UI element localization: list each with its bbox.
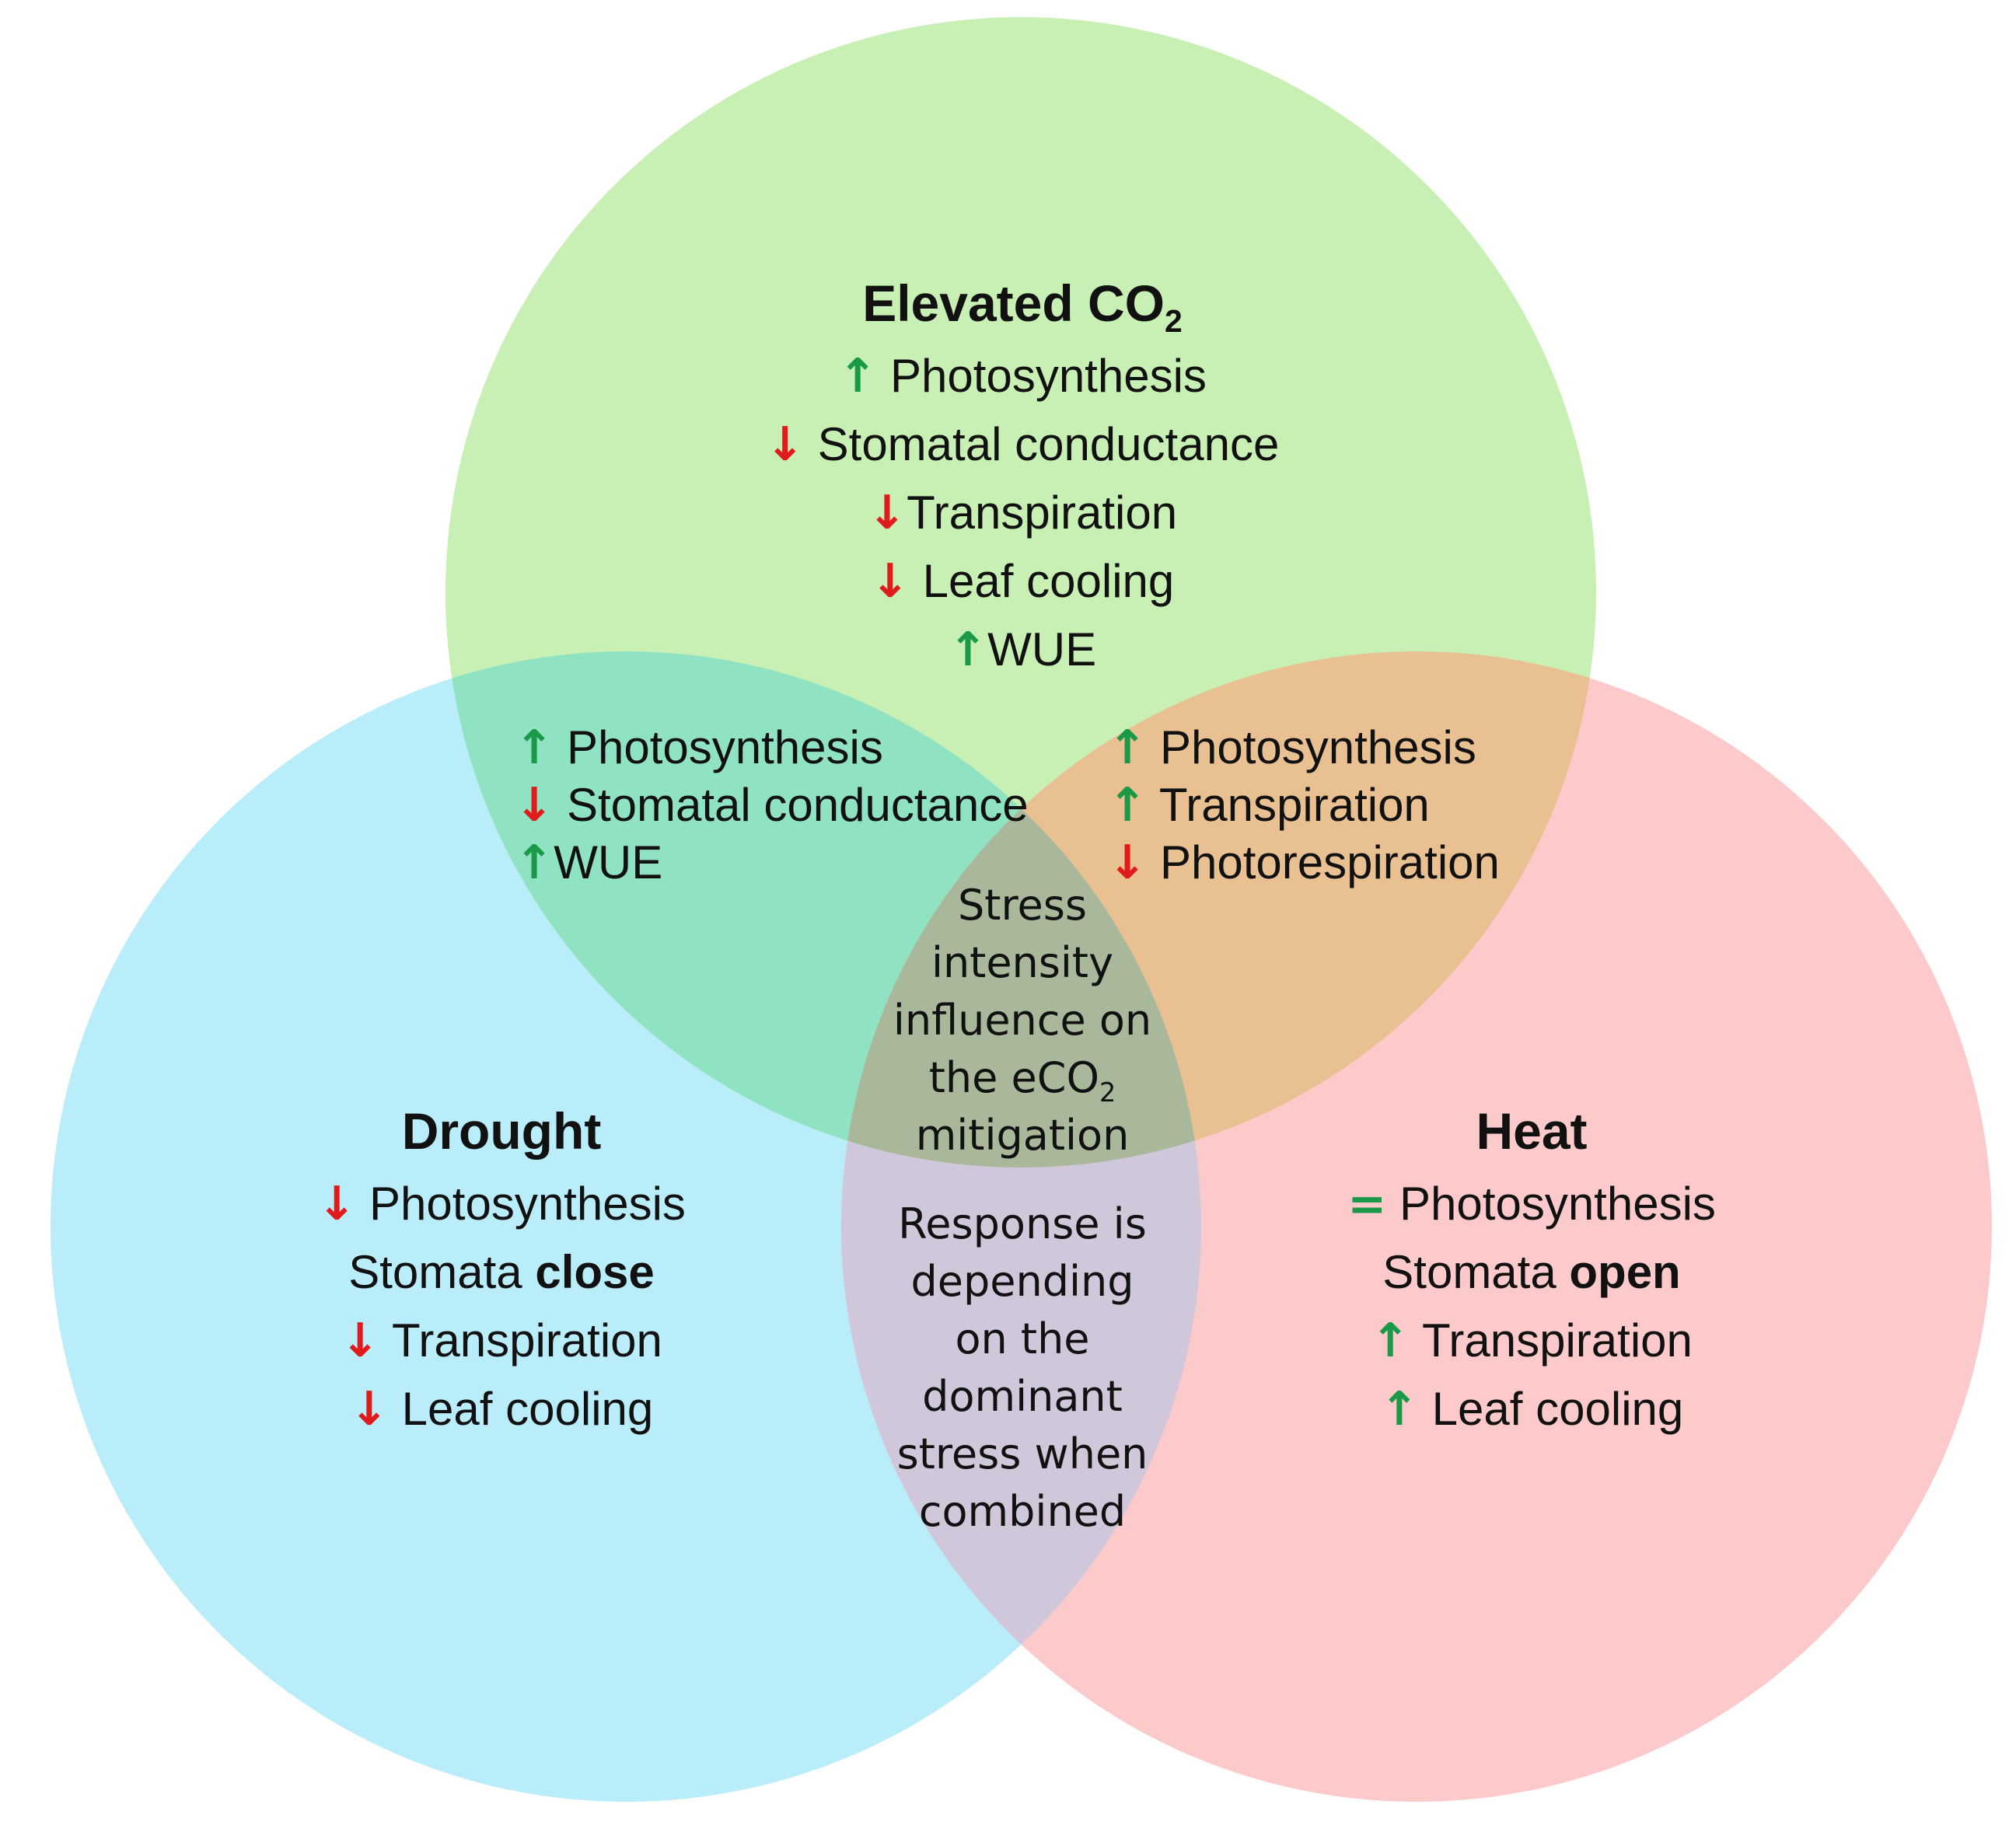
down-arrow-icon: ↓ (317, 1177, 357, 1231)
co2-heat-overlap (841, 651, 1596, 1168)
co2-drought-item-photosynthesis: ↑ Photosynthesis (515, 721, 883, 775)
drought-heat-line: Response is (898, 1199, 1147, 1248)
co2-drought-item-wue: ↑WUE (515, 836, 663, 890)
co2-region: Elevated CO2 ↑ Photosynthesis ↓ Stomatal… (700, 264, 1345, 684)
co2-item-photosynthesis: ↑ Photosynthesis (838, 349, 1207, 403)
down-arrow-icon: ↓ (870, 554, 910, 609)
drought-item-photosynthesis: ↓ Photosynthesis (317, 1177, 686, 1231)
co2-heat-item-photosynthesis: ↑ Photosynthesis (1108, 721, 1476, 775)
co2-heat-region: ↑ Photosynthesis ↑ Transpiration ↓ Photo… (1108, 719, 1543, 892)
center-line: intensity (931, 938, 1114, 987)
heat-item-photosynthesis: = Photosynthesis (1347, 1177, 1716, 1231)
heat-item-transpiration: ↑ Transpiration (1371, 1314, 1693, 1368)
co2-heat-item-transpiration: ↑ Transpiration (1108, 778, 1430, 832)
up-arrow-icon: ↑ (515, 721, 554, 775)
down-arrow-icon: ↓ (341, 1314, 380, 1368)
up-arrow-icon: ↑ (948, 623, 988, 677)
center-region: Stress intensity influence on the eCO2 m… (855, 877, 1190, 1164)
drought-heat-line: stress when (896, 1429, 1148, 1478)
co2-item-leaf-cooling: ↓ Leaf cooling (870, 554, 1175, 609)
equal-icon: = (1347, 1177, 1387, 1231)
co2-drought-overlap (445, 651, 1201, 1168)
co2-heat-item-photorespiration: ↓ Photorespiration (1108, 836, 1500, 890)
drought-item-stomata: Stomata close (348, 1246, 655, 1298)
down-arrow-icon: ↓ (1108, 836, 1148, 890)
drought-heat-line: combined (918, 1487, 1127, 1536)
heat-title: Heat (1476, 1102, 1588, 1160)
down-arrow-icon: ↓ (349, 1382, 389, 1436)
drought-region: Drought ↓ Photosynthesis Stomata close ↓… (233, 1092, 770, 1443)
down-arrow-icon: ↓ (515, 778, 554, 832)
co2-drought-item-stomatal-conductance: ↓ Stomatal conductance (515, 778, 1029, 832)
up-arrow-icon: ↑ (1108, 778, 1148, 832)
drought-heat-line: depending (910, 1257, 1134, 1306)
co2-item-wue: ↑WUE (948, 623, 1097, 677)
drought-heat-line: on the (955, 1314, 1090, 1363)
drought-title: Drought (401, 1102, 602, 1160)
down-arrow-icon: ↓ (867, 486, 907, 540)
co2-title: Elevated CO2 (862, 274, 1183, 340)
center-line: mitigation (915, 1111, 1130, 1160)
down-arrow-icon: ↓ (765, 417, 805, 472)
drought-heat-line: dominant (922, 1372, 1123, 1421)
up-arrow-icon: ↑ (1371, 1314, 1410, 1368)
heat-item-stomata: Stomata open (1382, 1246, 1681, 1298)
co2-item-transpiration: ↓Transpiration (867, 486, 1178, 540)
co2-drought-region: ↑ Photosynthesis ↓ Stomatal conductance … (515, 719, 1043, 892)
center-line: the eCO2 (928, 1053, 1116, 1108)
up-arrow-icon: ↑ (515, 836, 554, 890)
up-arrow-icon: ↑ (838, 349, 878, 403)
drought-heat-region: Response is depending on the dominant st… (855, 1195, 1190, 1541)
up-arrow-icon: ↑ (1108, 721, 1148, 775)
up-arrow-icon: ↑ (1379, 1382, 1419, 1436)
drought-item-transpiration: ↓ Transpiration (341, 1314, 662, 1368)
center-line: Stress (958, 881, 1087, 930)
drought-item-leaf-cooling: ↓ Leaf cooling (349, 1382, 654, 1436)
co2-item-stomatal-conductance: ↓ Stomatal conductance (765, 417, 1280, 472)
heat-item-leaf-cooling: ↑ Leaf cooling (1379, 1382, 1684, 1436)
heat-region: Heat = Photosynthesis Stomata open ↑ Tra… (1260, 1092, 1804, 1443)
center-line: influence on (893, 996, 1152, 1045)
